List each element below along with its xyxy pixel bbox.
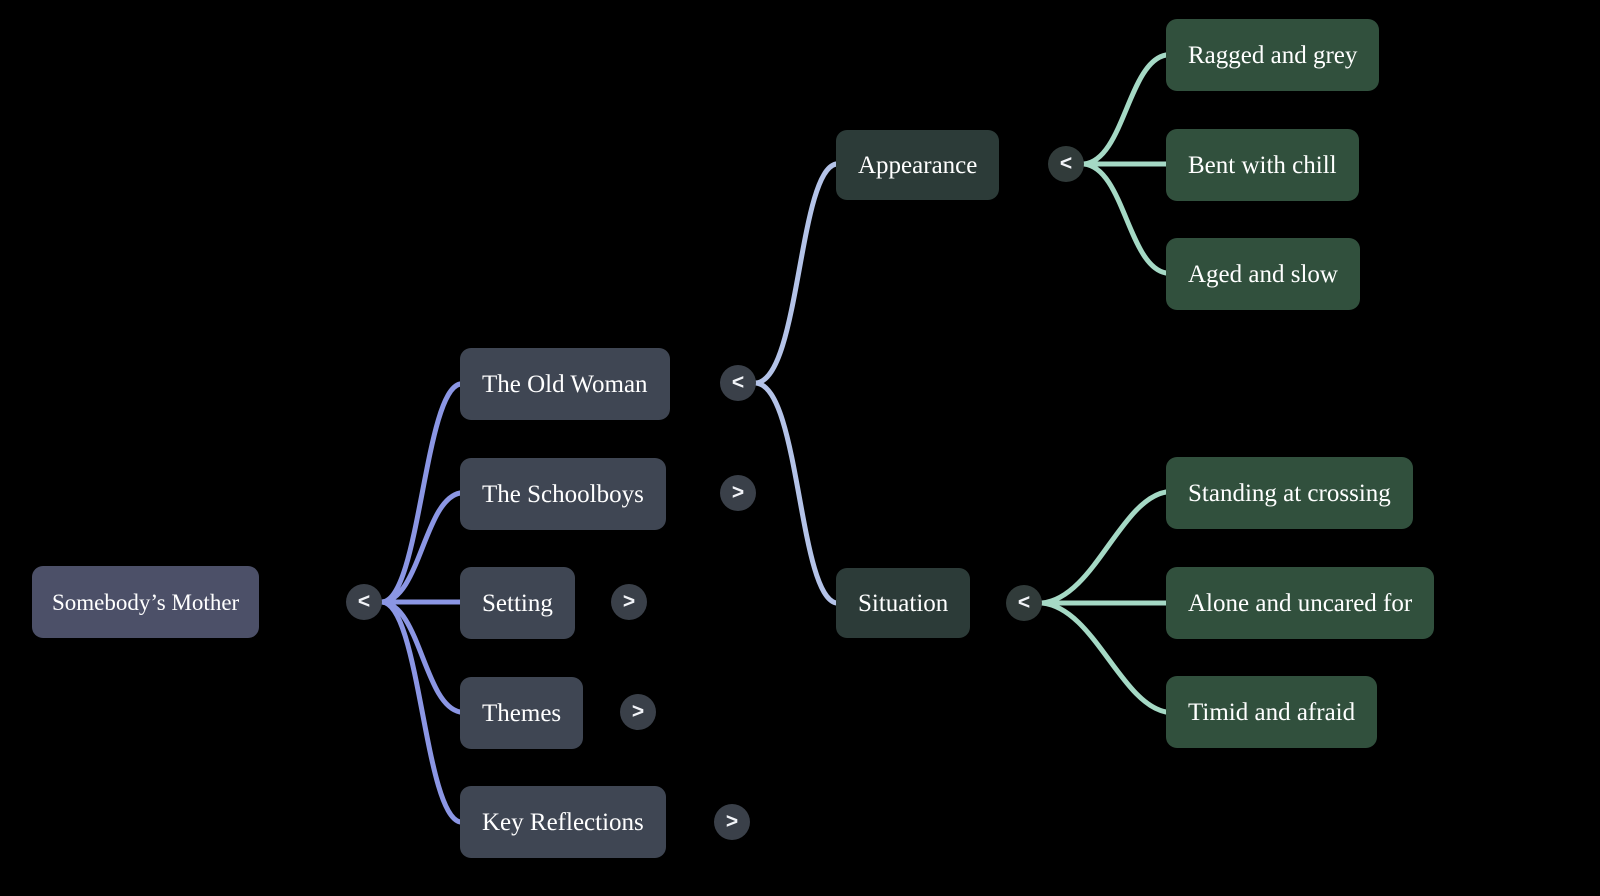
- node-standing-at-crossing[interactable]: Standing at crossing: [1166, 457, 1413, 529]
- node-bent-with-chill[interactable]: Bent with chill: [1166, 129, 1359, 201]
- toggle-themes[interactable]: >: [620, 694, 656, 730]
- node-timid-and-afraid[interactable]: Timid and afraid: [1166, 676, 1378, 748]
- edge-appearance-to-ragged: [1081, 52, 1169, 167]
- node-alone-and-uncared-for[interactable]: Alone and uncared for: [1166, 567, 1435, 639]
- toggle-situation[interactable]: <: [1006, 585, 1042, 621]
- edge-old-woman-to-situation: [753, 380, 839, 606]
- node-ragged-and-grey[interactable]: Ragged and grey: [1166, 19, 1380, 91]
- edge-group-root: [379, 381, 463, 825]
- toggle-key-reflections[interactable]: >: [714, 804, 750, 840]
- edge-appearance-to-aged: [1081, 161, 1169, 276]
- edge-group-appearance: [1081, 52, 1169, 276]
- chevron-left-icon: <: [1017, 590, 1031, 614]
- chevron-right-icon: >: [725, 809, 739, 833]
- node-appearance-label: Appearance: [858, 151, 978, 179]
- node-the-schoolboys-label: The Schoolboys: [482, 480, 644, 508]
- toggle-root[interactable]: <: [346, 584, 382, 620]
- node-setting-label: Setting: [482, 589, 553, 617]
- chevron-left-icon: <: [1059, 151, 1073, 175]
- edge-group-old-woman: [753, 161, 839, 606]
- node-setting[interactable]: Setting: [460, 567, 575, 639]
- node-situation-label: Situation: [858, 589, 949, 617]
- node-aged-and-slow-label: Aged and slow: [1188, 260, 1338, 288]
- toggle-the-old-woman[interactable]: <: [720, 365, 756, 401]
- node-root[interactable]: Somebody’s Mother: [32, 566, 260, 638]
- edge-root-to-themes: [379, 599, 463, 715]
- node-appearance[interactable]: Appearance: [836, 130, 1000, 200]
- edge-situation-to-timid: [1039, 600, 1169, 715]
- edge-root-to-old-woman: [379, 381, 463, 605]
- node-key-reflections[interactable]: Key Reflections: [460, 786, 666, 858]
- node-aged-and-slow[interactable]: Aged and slow: [1166, 238, 1360, 310]
- node-situation[interactable]: Situation: [836, 568, 971, 638]
- node-timid-and-afraid-label: Timid and afraid: [1188, 698, 1356, 726]
- edge-group-situation: [1039, 489, 1169, 715]
- node-ragged-and-grey-label: Ragged and grey: [1188, 41, 1358, 69]
- chevron-left-icon: <: [357, 589, 371, 613]
- node-bent-with-chill-label: Bent with chill: [1188, 151, 1337, 179]
- chevron-right-icon: >: [622, 589, 636, 613]
- chevron-right-icon: >: [631, 699, 645, 723]
- node-themes-label: Themes: [482, 699, 562, 727]
- edge-situation-to-standing: [1039, 489, 1169, 606]
- node-the-schoolboys[interactable]: The Schoolboys: [460, 458, 666, 530]
- edge-old-woman-to-appearance: [753, 161, 839, 386]
- node-the-old-woman-label: The Old Woman: [482, 370, 648, 398]
- node-themes[interactable]: Themes: [460, 677, 584, 749]
- node-key-reflections-label: Key Reflections: [482, 808, 644, 836]
- edge-root-to-schoolboys: [379, 490, 463, 605]
- node-standing-at-crossing-label: Standing at crossing: [1188, 479, 1391, 507]
- chevron-right-icon: >: [731, 480, 745, 504]
- node-the-old-woman[interactable]: The Old Woman: [460, 348, 670, 420]
- node-root-label: Somebody’s Mother: [52, 589, 240, 615]
- toggle-the-schoolboys[interactable]: >: [720, 475, 756, 511]
- edge-root-to-key-reflections: [379, 599, 463, 825]
- toggle-appearance[interactable]: <: [1048, 146, 1084, 182]
- toggle-setting[interactable]: >: [611, 584, 647, 620]
- chevron-left-icon: <: [731, 370, 745, 394]
- node-alone-and-uncared-for-label: Alone and uncared for: [1188, 589, 1413, 617]
